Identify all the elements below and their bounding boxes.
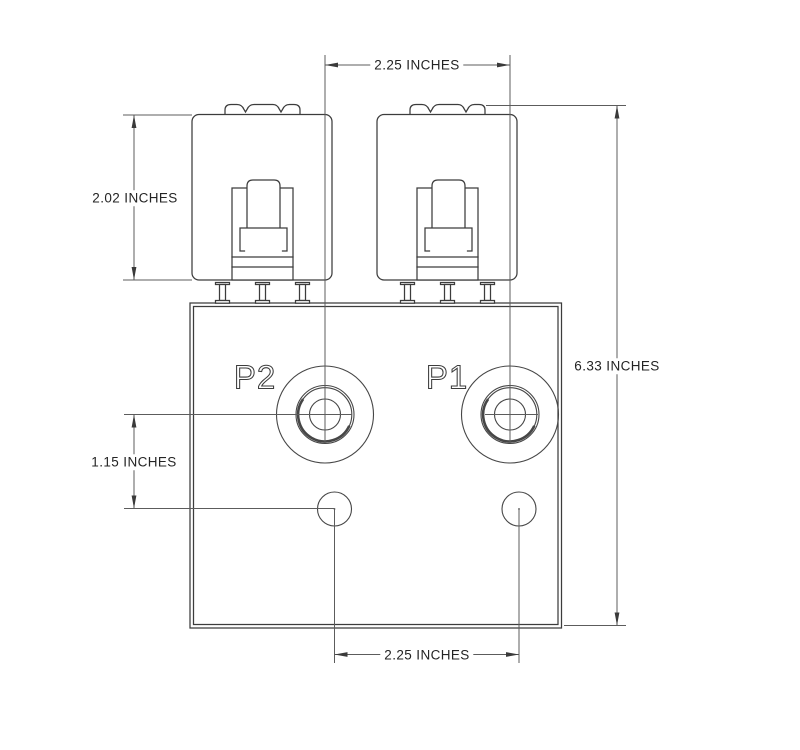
- dimension-arrowheads: [131, 62, 620, 657]
- dimension-top-spacing: 2.25 INCHES: [370, 57, 464, 73]
- dimension-hole-spacing: 2.25 INCHES: [380, 647, 474, 663]
- port-label-p2: P2: [233, 358, 277, 396]
- solenoid-valve-right: [376, 103, 518, 304]
- manifold-block: [189, 302, 563, 629]
- dimension-overall-height: 6.33 INCHES: [570, 358, 664, 374]
- dimension-coil-height: 2.02 INCHES: [88, 190, 182, 206]
- port-label-p1: P1: [425, 358, 469, 396]
- solenoid-valve-left: [191, 103, 333, 304]
- dimension-port-hole-offset: 1.15 INCHES: [87, 454, 181, 470]
